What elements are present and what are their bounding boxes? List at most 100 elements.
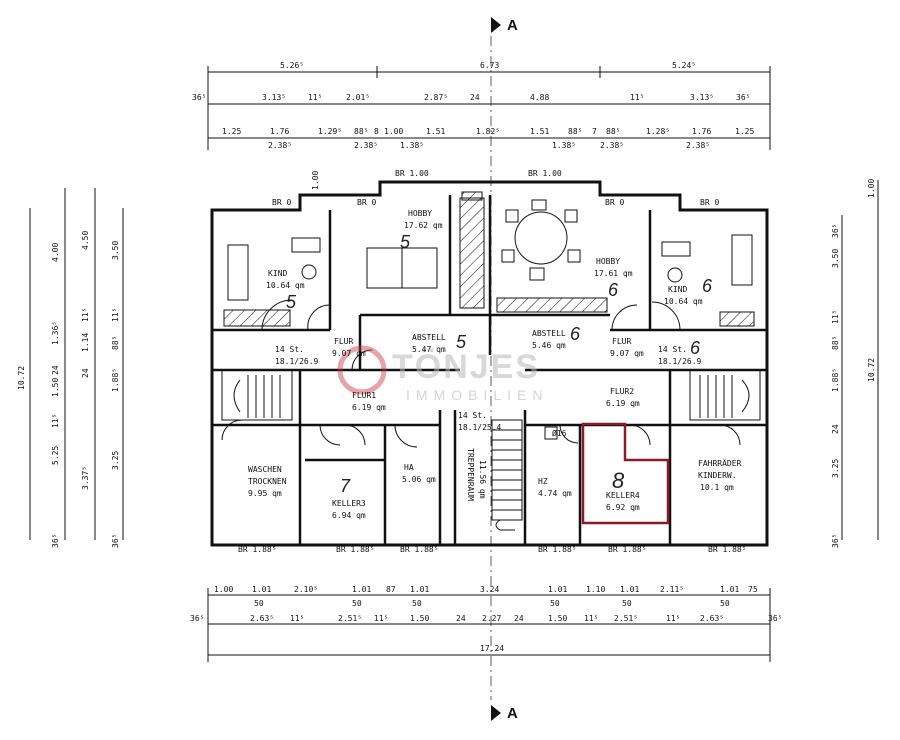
- stair-center-steps: 14 St.: [458, 411, 487, 420]
- left-dimensions: [29, 188, 124, 540]
- window-bottom-5: BR 1.88⁵: [608, 545, 647, 554]
- dimension-label: 4.00: [51, 243, 60, 262]
- dimension-label: 24: [831, 424, 840, 434]
- staircase-left: [221, 369, 293, 421]
- room-keller3-name: KELLER3: [332, 499, 366, 508]
- window-top-3: BR 0: [272, 198, 291, 207]
- right-dimensions: [841, 180, 879, 540]
- dimension-label: 3.37⁵: [81, 466, 90, 490]
- svg-text:A: A: [507, 705, 518, 722]
- dimension-label: 88⁵: [831, 336, 840, 350]
- window-labels: BR 1.00 BR 1.00 BR 0 BR 0 BR 0 BR 0 BR 1…: [238, 169, 747, 554]
- dimension-label: 36⁵: [51, 534, 60, 548]
- room-kind-right-mark: 6: [702, 276, 713, 296]
- room-abstell-right-area: 5.46 qm: [532, 341, 566, 350]
- dimension-label: 36⁵: [831, 224, 840, 238]
- room-treppenraum-name: TREPPENRAUM: [466, 448, 475, 501]
- dimension-label: 3.25: [831, 459, 840, 478]
- room-keller3-area: 6.94 qm: [332, 511, 366, 520]
- dimension-label: 88⁵: [606, 127, 620, 136]
- dimension-label: 2.11⁵: [660, 585, 684, 594]
- dimension-label: 5.24⁵: [672, 61, 696, 70]
- room-keller4-mark: 8: [612, 468, 625, 493]
- svg-text:IMMOBILIEN: IMMOBILIEN: [406, 387, 548, 403]
- dimension-label: 1.01: [410, 585, 429, 594]
- dimension-label: 36⁵: [192, 93, 206, 102]
- dimension-label: 1.76: [270, 127, 289, 136]
- window-top-4: BR 0: [357, 198, 376, 207]
- room-hobby-right-mark: 6: [608, 280, 619, 300]
- dimension-label: 75: [748, 585, 758, 594]
- dimension-label: 3.50: [111, 241, 120, 260]
- room-flur1-name: FLUR1: [352, 391, 376, 400]
- dimension-label: 11⁵: [374, 614, 388, 623]
- dimension-label: 1.29⁵: [318, 127, 342, 136]
- room-flur2-area: 6.19 qm: [606, 399, 640, 408]
- room-keller4-name: KELLER4: [606, 491, 640, 500]
- dimension-label: 11⁵: [584, 614, 598, 623]
- dimension-label: 1.51: [426, 127, 445, 136]
- dimension-label: 88⁵: [111, 336, 120, 350]
- hz-pipe-label: Ø16: [552, 428, 567, 438]
- room-waschen-area: 9.95 qm: [248, 489, 282, 498]
- staircase-right: [689, 369, 761, 421]
- room-flur-right-area: 9.07 qm: [610, 349, 644, 358]
- room-hobby-right-name: HOBBY: [596, 257, 620, 266]
- dimension-label: 36⁵: [111, 534, 120, 548]
- dimension-label: 87: [386, 585, 396, 594]
- dimension-label: 11⁵: [81, 308, 90, 322]
- section-mark-top: A: [491, 17, 518, 34]
- room-flur-left-area: 9.07 qm: [332, 349, 366, 358]
- dimension-label: 1.28⁵: [646, 127, 670, 136]
- dimension-label: 11⁵: [308, 93, 322, 102]
- window-top-6: BR 0: [700, 198, 719, 207]
- room-ha-area: 5.06 qm: [402, 475, 436, 484]
- room-hobby-left-area: 17.62 qm: [404, 221, 443, 230]
- dimension-label: 11⁵: [290, 614, 304, 623]
- room-fahrraeder-name: FAHRRÄDER: [698, 458, 742, 468]
- dimension-label: 2.01⁵: [346, 93, 370, 102]
- room-fahrraeder-area: 10.1 qm: [700, 483, 734, 492]
- svg-text:TÖNJES: TÖNJES: [392, 348, 540, 386]
- dimension-label: 1.25: [222, 127, 241, 136]
- dimension-label: 50: [254, 599, 264, 608]
- window-bottom-2: BR 1.88⁵: [336, 545, 375, 554]
- dimension-label: 11⁵: [666, 614, 680, 623]
- dimension-label: 24: [514, 614, 524, 623]
- room-abstell-left-name: ABSTELL: [412, 333, 446, 342]
- dimension-label: 11⁵: [831, 310, 840, 324]
- dimension-label: 1.36⁵: [51, 321, 60, 345]
- dimension-label: 1.82⁵: [476, 127, 500, 136]
- room-hz-name: HZ: [538, 477, 548, 486]
- dimension-label: 1.00: [867, 179, 876, 198]
- dimension-label: 88⁵: [354, 127, 368, 136]
- dimension-label: 1.50: [410, 614, 429, 623]
- room-hobby-left-name: HOBBY: [408, 209, 432, 218]
- dimension-label: 3.13⁵: [690, 93, 714, 102]
- dimension-label: 1.01: [720, 585, 739, 594]
- dimension-label: 1.01: [352, 585, 371, 594]
- dimension-label: 24: [51, 365, 60, 375]
- dimension-label: 1.25: [735, 127, 754, 136]
- stair-left-ratio: 18.1/26.9: [275, 357, 319, 366]
- top-dimensions: [207, 66, 771, 150]
- dimension-label: 2.27: [482, 614, 501, 623]
- dimension-label: 1.14: [81, 333, 90, 352]
- dimension-label: 11⁵: [51, 414, 60, 428]
- dimension-label: 1.88⁵: [831, 368, 840, 392]
- room-kind-right-area: 10.64 qm: [664, 297, 703, 306]
- outer-walls: [210, 180, 769, 547]
- room-ha-name: HA: [404, 463, 414, 472]
- dimension-label: 10.72: [867, 358, 876, 382]
- dimension-label: 50: [550, 599, 560, 608]
- dimension-label: 1.10: [586, 585, 605, 594]
- interior-walls: [212, 195, 767, 545]
- bottom-dimensions: [207, 588, 771, 662]
- furniture: [227, 199, 753, 440]
- room-hobby-left-mark: 5: [400, 232, 411, 252]
- doors: [221, 299, 741, 448]
- dimension-label: 2.38⁵: [600, 141, 624, 150]
- room-flur-left-name: FLUR: [334, 337, 353, 346]
